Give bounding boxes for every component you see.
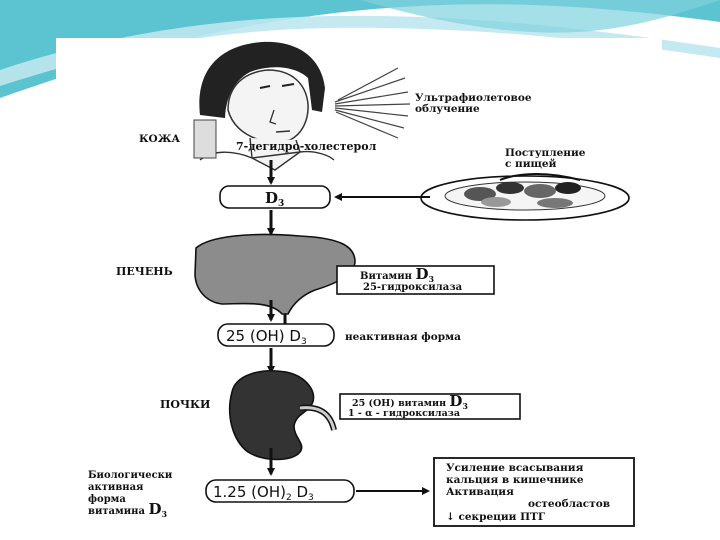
active-form-line1: Биологически [88, 470, 173, 481]
liver-enzyme-line2: 25-гидроксилаза [363, 282, 463, 293]
kidney-enzyme-line2: 1 - α - гидроксилаза [348, 408, 460, 419]
sun-icon [335, 68, 410, 138]
effects-line5: ↓ секреции ПТГ [446, 511, 546, 523]
food-label-line2: с пищей [505, 158, 557, 170]
effects-line2: кальция в кишечнике [446, 474, 584, 486]
uv-label-line2: облучение [415, 103, 480, 115]
inactive-form-note: неактивная форма [345, 331, 461, 343]
liver-illustration [195, 235, 355, 315]
effects-line1: Усиление всасывания [446, 462, 584, 474]
effects-line3: Активация [446, 486, 514, 498]
active-form-line3: форма [88, 494, 126, 505]
calcidiol-label: 25 (OH) D3 [226, 327, 307, 347]
liver-label: ПЕЧЕНЬ [116, 265, 173, 278]
precursor-label: 7-дегидро-холестерол [236, 140, 377, 153]
food-plate-illustration [421, 174, 629, 220]
calcitriol-label: 1.25 (OH)2 D3 [213, 483, 314, 503]
kidney-label: ПОЧКИ [160, 398, 210, 411]
active-form-line2: активная [88, 482, 144, 493]
skin-label: КОЖА [139, 133, 180, 145]
effects-line4: остеобластов [528, 498, 610, 510]
kidney-illustration [230, 371, 334, 460]
